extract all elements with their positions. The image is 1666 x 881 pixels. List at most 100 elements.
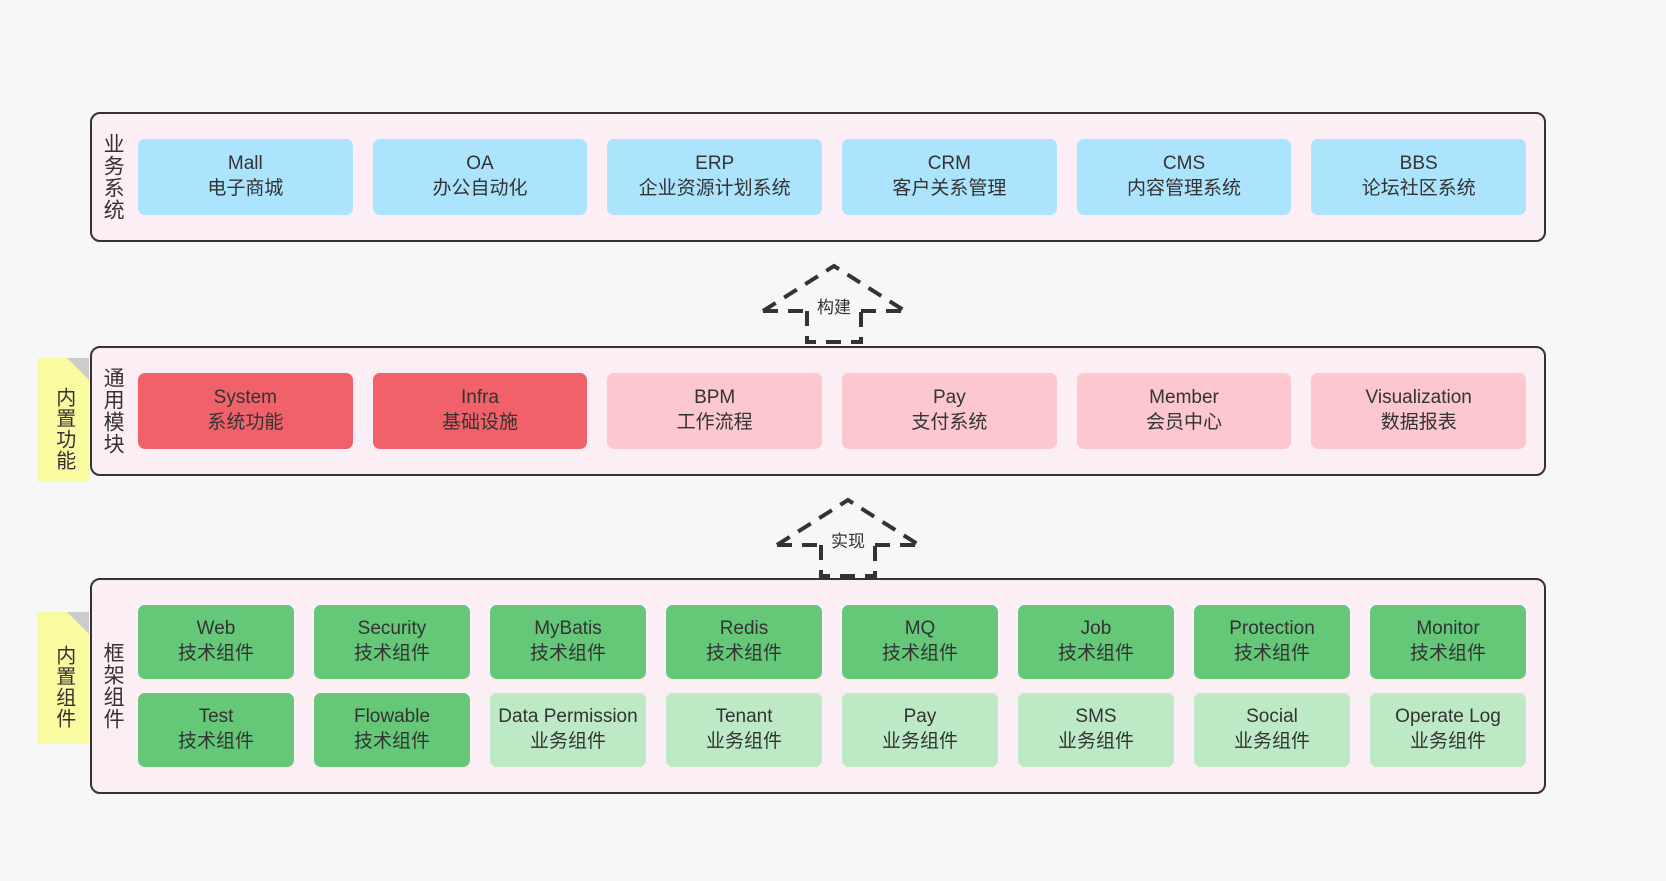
card-title: Operate Log xyxy=(1395,706,1501,728)
card-subtitle: 技术组件 xyxy=(177,731,254,752)
card-mall[interactable]: Mall 电子商城 xyxy=(138,139,353,215)
card-security[interactable]: Security 技术组件 xyxy=(314,605,470,679)
card-title: Mall xyxy=(227,153,263,175)
card-subtitle: 业务组件 xyxy=(1057,731,1134,752)
sticky-note-label: 内置功能 xyxy=(52,387,75,471)
card-subtitle: 技术组件 xyxy=(1409,643,1486,664)
card-title: CMS xyxy=(1162,153,1206,175)
card-title: BBS xyxy=(1399,153,1438,175)
card-subtitle: 电子商城 xyxy=(207,178,284,199)
card-monitor[interactable]: Monitor 技术组件 xyxy=(1370,605,1526,679)
card-subtitle: 客户关系管理 xyxy=(892,178,1007,199)
card-redis[interactable]: Redis 技术组件 xyxy=(666,605,822,679)
card-subtitle: 业务组件 xyxy=(529,731,606,752)
card-protection[interactable]: Protection 技术组件 xyxy=(1194,605,1350,679)
card-title: SMS xyxy=(1075,706,1117,728)
layer-common-modules: 通用模块 System 系统功能 Infra 基础设施 BPM 工作流程 Pay… xyxy=(90,346,1546,476)
card-title: Pay xyxy=(903,706,937,728)
sticky-note-label: 内置组件 xyxy=(52,645,75,729)
card-flowable[interactable]: Flowable 技术组件 xyxy=(314,693,470,767)
card-data-permission[interactable]: Data Permission 业务组件 xyxy=(490,693,646,767)
card-cms[interactable]: CMS 内容管理系统 xyxy=(1076,139,1292,215)
card-subtitle: 办公自动化 xyxy=(432,178,528,199)
card-title: Protection xyxy=(1229,618,1315,640)
card-row: Web 技术组件 Security 技术组件 MyBatis 技术组件 Redi… xyxy=(138,605,1526,679)
layer-title-business-systems: 业务系统 xyxy=(101,133,125,221)
card-row: Test 技术组件 Flowable 技术组件 Data Permission … xyxy=(138,693,1526,767)
card-title: MQ xyxy=(904,618,936,640)
card-title: MyBatis xyxy=(534,618,602,640)
card-row: System 系统功能 Infra 基础设施 BPM 工作流程 Pay 支付系统… xyxy=(138,373,1527,449)
card-infra[interactable]: Infra 基础设施 xyxy=(372,373,588,449)
card-subtitle: 支付系统 xyxy=(911,412,988,433)
layer-business-systems: 业务系统 Mall 电子商城 OA 办公自动化 ERP 企业资源计划系统 CRM… xyxy=(90,112,1546,242)
card-subtitle: 业务组件 xyxy=(1409,731,1486,752)
layer-framework-components: 框架组件 Web 技术组件 Security 技术组件 MyBatis 技术组件… xyxy=(90,578,1546,794)
card-test[interactable]: Test 技术组件 xyxy=(138,693,294,767)
sticky-note-builtin-features: 内置功能 xyxy=(37,358,89,482)
card-title: Redis xyxy=(719,618,769,640)
connector-build: 构建 xyxy=(760,262,908,344)
card-title: BPM xyxy=(694,387,736,409)
dashed-generalization-arrow-icon xyxy=(775,497,921,578)
card-oa[interactable]: OA 办公自动化 xyxy=(372,139,588,215)
card-pay-component[interactable]: Pay 业务组件 xyxy=(842,693,998,767)
card-subtitle: 论坛社区系统 xyxy=(1361,178,1476,199)
card-operate-log[interactable]: Operate Log 业务组件 xyxy=(1370,693,1526,767)
card-subtitle: 技术组件 xyxy=(177,643,254,664)
card-subtitle: 技术组件 xyxy=(705,643,782,664)
card-subtitle: 业务组件 xyxy=(1233,731,1310,752)
card-subtitle: 系统功能 xyxy=(207,412,284,433)
card-subtitle: 数据报表 xyxy=(1380,412,1457,433)
layer-title-common-modules: 通用模块 xyxy=(101,367,125,455)
card-title: ERP xyxy=(695,153,735,175)
card-title: Monitor xyxy=(1416,618,1480,640)
card-title: Social xyxy=(1246,706,1298,728)
card-bpm[interactable]: BPM 工作流程 xyxy=(607,373,823,449)
card-mybatis[interactable]: MyBatis 技术组件 xyxy=(490,605,646,679)
card-title: Security xyxy=(357,618,427,640)
card-subtitle: 工作流程 xyxy=(676,412,753,433)
dashed-generalization-arrow-icon xyxy=(761,263,907,344)
card-subtitle: 业务组件 xyxy=(881,731,958,752)
card-subtitle: 技术组件 xyxy=(1057,643,1134,664)
card-subtitle: 企业资源计划系统 xyxy=(638,178,791,199)
connector-implement-label: 实现 xyxy=(829,532,867,552)
card-title: Flowable xyxy=(353,706,431,728)
card-bbs[interactable]: BBS 论坛社区系统 xyxy=(1311,139,1527,215)
card-member[interactable]: Member 会员中心 xyxy=(1076,373,1292,449)
card-title: Data Permission xyxy=(498,706,638,728)
card-subtitle: 技术组件 xyxy=(1233,643,1310,664)
sticky-note-builtin-components: 内置组件 xyxy=(37,612,89,744)
card-pay-module[interactable]: Pay 支付系统 xyxy=(842,373,1057,449)
layer-body-framework-components: Web 技术组件 Security 技术组件 MyBatis 技术组件 Redi… xyxy=(132,580,1544,792)
connector-implement: 实现 xyxy=(774,496,922,578)
card-social[interactable]: Social 业务组件 xyxy=(1194,693,1350,767)
card-web[interactable]: Web 技术组件 xyxy=(138,605,294,679)
layer-title-framework-components: 框架组件 xyxy=(101,642,125,730)
card-visualization[interactable]: Visualization 数据报表 xyxy=(1311,373,1527,449)
card-title: Member xyxy=(1149,387,1219,409)
card-title: Test xyxy=(198,706,234,728)
card-title: System xyxy=(213,387,278,409)
card-title: Tenant xyxy=(715,706,773,728)
card-sms[interactable]: SMS 业务组件 xyxy=(1018,693,1174,767)
card-subtitle: 业务组件 xyxy=(705,731,782,752)
card-subtitle: 技术组件 xyxy=(353,643,430,664)
card-title: Job xyxy=(1080,618,1112,640)
card-subtitle: 技术组件 xyxy=(353,731,430,752)
card-subtitle: 技术组件 xyxy=(881,643,958,664)
layer-body-business-systems: Mall 电子商城 OA 办公自动化 ERP 企业资源计划系统 CRM 客户关系… xyxy=(132,114,1544,240)
card-tenant[interactable]: Tenant 业务组件 xyxy=(666,693,822,767)
card-title: Infra xyxy=(460,387,500,409)
card-job[interactable]: Job 技术组件 xyxy=(1018,605,1174,679)
card-title: Pay xyxy=(932,387,966,409)
card-subtitle: 基础设施 xyxy=(442,412,519,433)
card-mq[interactable]: MQ 技术组件 xyxy=(842,605,998,679)
card-row: Mall 电子商城 OA 办公自动化 ERP 企业资源计划系统 CRM 客户关系… xyxy=(138,139,1527,215)
card-erp[interactable]: ERP 企业资源计划系统 xyxy=(607,139,823,215)
card-system[interactable]: System 系统功能 xyxy=(138,373,353,449)
card-subtitle: 会员中心 xyxy=(1146,412,1223,433)
card-crm[interactable]: CRM 客户关系管理 xyxy=(842,139,1057,215)
